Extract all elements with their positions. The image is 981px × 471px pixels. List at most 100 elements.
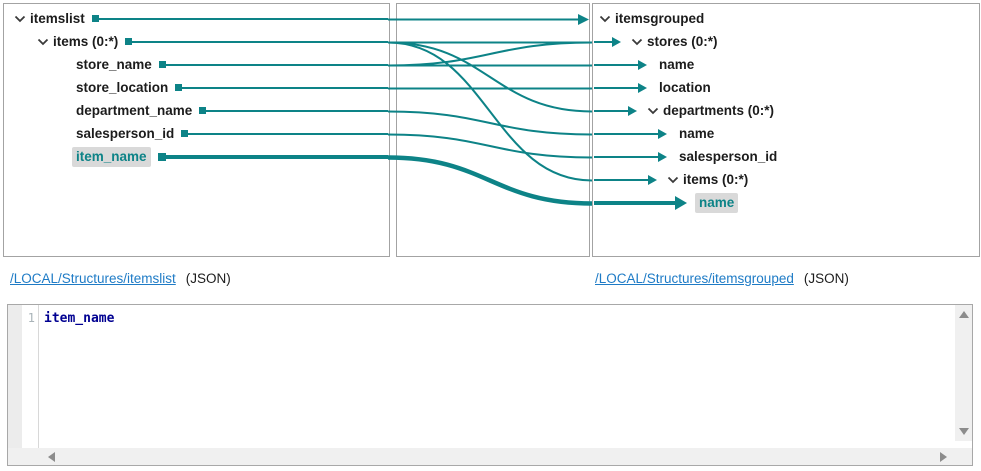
node-label: store_location bbox=[76, 80, 169, 95]
editor-code-area[interactable]: item_name bbox=[39, 305, 955, 448]
node-label: store_name bbox=[76, 57, 152, 72]
node-label: location bbox=[659, 80, 711, 95]
incoming-arrow bbox=[594, 30, 621, 53]
source-format-label: (JSON) bbox=[185, 271, 231, 286]
chevron-down-icon[interactable] bbox=[14, 15, 26, 23]
expression-editor[interactable]: 1 item_name bbox=[7, 304, 973, 466]
arrow-line bbox=[594, 63, 639, 66]
anchor-square-icon bbox=[175, 84, 183, 91]
chevron-down-icon[interactable] bbox=[631, 38, 643, 46]
source-anchor-line bbox=[181, 130, 388, 137]
editor-line-numbers: 1 bbox=[22, 305, 39, 448]
arrow-line bbox=[594, 132, 659, 135]
source-node-items-0-[interactable]: items (0:*) bbox=[5, 30, 388, 53]
incoming-arrow bbox=[594, 168, 657, 191]
target-structure-link[interactable]: /LOCAL/Structures/itemsgrouped bbox=[595, 271, 794, 286]
source-node-salesperson_id[interactable]: salesperson_id bbox=[5, 122, 388, 145]
arrowhead-icon bbox=[628, 105, 637, 116]
anchor-square-icon bbox=[199, 107, 207, 114]
source-node-store_location[interactable]: store_location bbox=[5, 76, 388, 99]
scroll-up-icon[interactable] bbox=[958, 311, 969, 318]
source-anchor-line bbox=[157, 152, 388, 161]
editor-code-line: item_name bbox=[44, 311, 115, 326]
node-label: item_name bbox=[72, 146, 151, 167]
target-node-name[interactable]: name bbox=[594, 53, 978, 76]
source-node-store_name[interactable]: store_name bbox=[5, 53, 388, 76]
target-tree-panel: itemsgrouped stores (0:*) name location depa… bbox=[592, 3, 980, 257]
mapping-connection-lines bbox=[387, 14, 593, 206]
connection-line[interactable] bbox=[387, 133, 593, 159]
anchor-square-icon bbox=[157, 152, 166, 161]
structure-links-row: /LOCAL/Structures/itemslist (JSON) /LOCAL… bbox=[0, 271, 981, 291]
anchor-line bbox=[206, 109, 388, 112]
source-tree-panel: itemslist items (0:*) store_name store_loca… bbox=[3, 3, 390, 257]
node-label: department_name bbox=[76, 103, 193, 118]
connection-line[interactable] bbox=[387, 110, 593, 136]
node-label: salesperson_id bbox=[679, 149, 778, 164]
chevron-down-icon[interactable] bbox=[647, 107, 659, 115]
target-node-items-0-[interactable]: items (0:*) bbox=[594, 168, 978, 191]
vertical-scrollbar[interactable] bbox=[955, 305, 972, 441]
arrowhead-icon bbox=[612, 36, 621, 47]
chevron-down-icon[interactable] bbox=[599, 15, 611, 23]
arrowhead-icon bbox=[658, 151, 667, 162]
source-anchor-line bbox=[199, 107, 388, 114]
connection-line[interactable] bbox=[387, 41, 593, 182]
target-format-label: (JSON) bbox=[803, 271, 849, 286]
scrollbar-corner bbox=[955, 448, 972, 465]
chevron-down-icon[interactable] bbox=[37, 38, 49, 46]
anchor-line bbox=[182, 86, 388, 89]
source-anchor-line bbox=[175, 84, 388, 91]
connections-panel bbox=[396, 3, 590, 257]
target-node-name[interactable]: name bbox=[594, 122, 978, 145]
incoming-arrow bbox=[594, 191, 687, 214]
anchor-square-icon bbox=[181, 130, 189, 137]
scroll-down-icon[interactable] bbox=[958, 428, 969, 435]
incoming-arrow bbox=[594, 99, 637, 122]
arrow-line bbox=[594, 200, 676, 205]
chevron-down-icon[interactable] bbox=[667, 176, 679, 184]
anchor-square-icon bbox=[125, 38, 133, 45]
arrow-line bbox=[594, 178, 649, 181]
incoming-arrow bbox=[594, 145, 667, 168]
node-label: itemslist bbox=[30, 11, 85, 26]
node-label: items (0:*) bbox=[53, 34, 119, 49]
arrow-line bbox=[594, 86, 639, 89]
arrow-line bbox=[594, 155, 659, 158]
node-label: stores (0:*) bbox=[647, 34, 718, 49]
arrow-line bbox=[594, 40, 613, 43]
target-node-location[interactable]: location bbox=[594, 76, 978, 99]
scroll-left-icon[interactable] bbox=[48, 451, 55, 462]
node-label: itemsgrouped bbox=[615, 11, 705, 26]
node-label: departments (0:*) bbox=[663, 103, 775, 118]
arrowhead-icon bbox=[675, 195, 687, 210]
connection-line[interactable] bbox=[387, 155, 593, 206]
line-number: 1 bbox=[27, 311, 35, 325]
source-structure-link[interactable]: /LOCAL/Structures/itemslist bbox=[10, 271, 176, 286]
horizontal-scrollbar[interactable] bbox=[8, 448, 955, 465]
incoming-arrow bbox=[594, 76, 647, 99]
node-label: name bbox=[695, 192, 739, 213]
anchor-line bbox=[132, 40, 388, 43]
arrowhead-icon bbox=[638, 59, 647, 70]
target-node-itemsgrouped[interactable]: itemsgrouped bbox=[594, 7, 978, 30]
arrowhead-icon bbox=[648, 174, 657, 185]
source-node-item_name[interactable]: item_name bbox=[5, 145, 388, 168]
incoming-arrow bbox=[594, 53, 647, 76]
arrowhead-icon bbox=[638, 82, 647, 93]
anchor-line bbox=[165, 154, 388, 159]
source-node-itemslist[interactable]: itemslist bbox=[5, 7, 388, 30]
anchor-line bbox=[188, 132, 388, 135]
target-node-departments-0-[interactable]: departments (0:*) bbox=[594, 99, 978, 122]
target-node-salesperson_id[interactable]: salesperson_id bbox=[594, 145, 978, 168]
connection-line[interactable] bbox=[387, 41, 593, 113]
source-node-department_name[interactable]: department_name bbox=[5, 99, 388, 122]
anchor-square-icon bbox=[91, 15, 99, 22]
arrow-line bbox=[594, 109, 629, 112]
source-anchor-line bbox=[158, 61, 388, 68]
node-label: name bbox=[679, 126, 715, 141]
anchor-line bbox=[165, 63, 388, 66]
target-node-name[interactable]: name bbox=[594, 191, 978, 214]
scroll-right-icon[interactable] bbox=[940, 451, 947, 462]
target-node-stores-0-[interactable]: stores (0:*) bbox=[594, 30, 978, 53]
